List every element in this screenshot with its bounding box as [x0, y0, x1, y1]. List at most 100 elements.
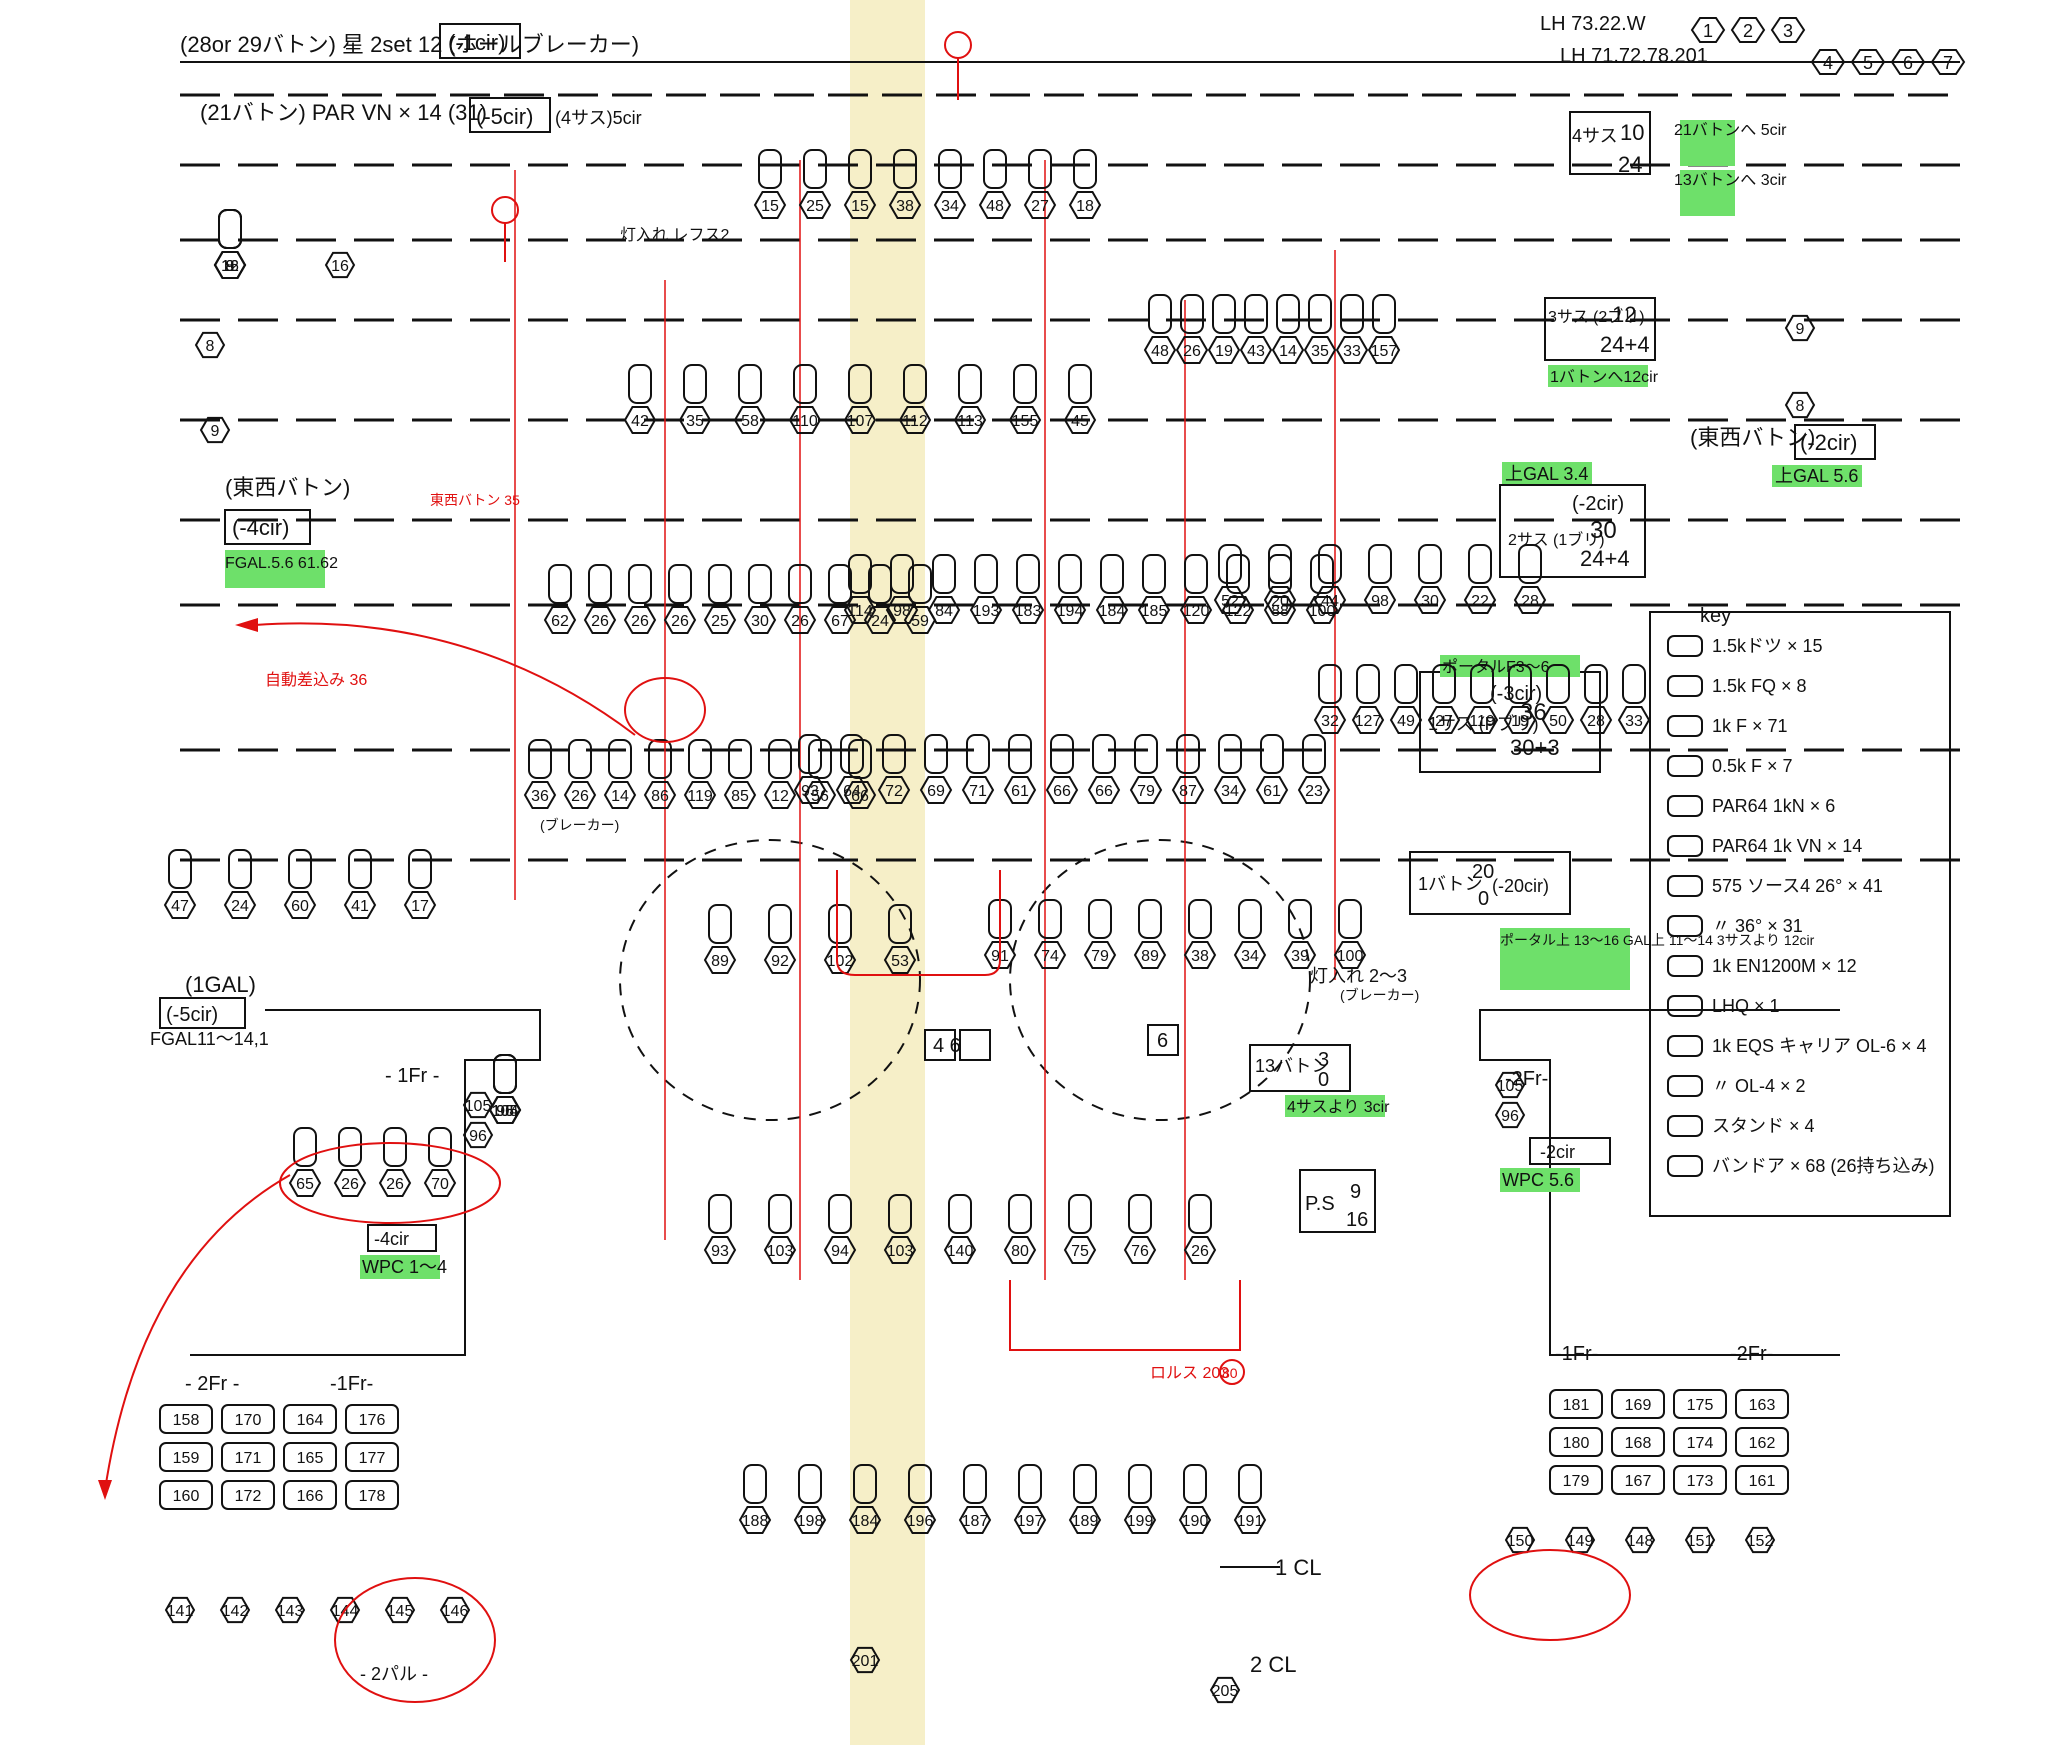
- svg-text:119: 119: [687, 788, 713, 805]
- svg-text:181: 181: [1563, 1397, 1590, 1414]
- svg-text:96: 96: [469, 1128, 487, 1145]
- mid-center-fixture: [1058, 554, 1082, 594]
- mid-center-circuit: 120: [1179, 596, 1213, 624]
- mid-right-fixture: [1584, 664, 1608, 704]
- front-left-box: 158: [159, 1404, 213, 1434]
- mid-center-b-fixture: [840, 734, 864, 774]
- svg-text:26: 26: [671, 613, 689, 630]
- gal1-label: (1GAL): [185, 972, 256, 997]
- lower-center-circuit: 79: [1083, 941, 1117, 969]
- svg-text:自動差込み 36: 自動差込み 36: [265, 671, 367, 689]
- svg-text:32: 32: [1321, 713, 1339, 730]
- stage-floor-b-circuit: 65: [288, 1169, 322, 1197]
- front-right-box: 162: [1735, 1427, 1789, 1457]
- mid-left-circuit: 24: [863, 606, 897, 634]
- svg-text:105: 105: [1497, 1078, 1524, 1095]
- upper-right-b-fixture: [1468, 544, 1492, 584]
- svg-text:48: 48: [986, 198, 1004, 215]
- lower-left-circuit: 24: [223, 891, 257, 919]
- svg-text:162: 162: [1749, 1435, 1776, 1452]
- mid-center-b-circuit: 61: [1255, 776, 1289, 804]
- cl1-label: 1 CL: [1275, 1555, 1321, 1580]
- svg-text:(-20cir): (-20cir): [1492, 876, 1549, 896]
- svg-text:20: 20: [1472, 861, 1494, 883]
- svg-text:8: 8: [206, 338, 215, 355]
- svg-text:3: 3: [1783, 21, 1793, 41]
- svg-text:66: 66: [851, 788, 869, 805]
- stage-floor-b-fixture: [383, 1127, 407, 1167]
- svg-text:194: 194: [1057, 603, 1084, 620]
- mid-left-fixture: [788, 564, 812, 604]
- mid-right-fixture: [1546, 664, 1570, 704]
- svg-text:64: 64: [843, 783, 861, 800]
- front-right-box: 175: [1673, 1389, 1727, 1419]
- svg-text:26: 26: [1191, 1243, 1209, 1260]
- front-right-box: 180: [1549, 1427, 1603, 1457]
- bottom-row-circuit: 26: [1183, 1236, 1217, 1264]
- right-cir-box: [1794, 424, 1876, 460]
- front-left-box: 159: [159, 1442, 213, 1472]
- mid-center-b-fixture: [1260, 734, 1284, 774]
- center-bottom-fixture: [853, 1464, 877, 1504]
- svg-text:58: 58: [741, 413, 759, 430]
- front-left-circuit: 143: [274, 1596, 306, 1624]
- mid-left-b-fixture: [568, 739, 592, 779]
- inner-box-6: [959, 1029, 991, 1061]
- top-left-circuit: 16: [324, 251, 356, 279]
- svg-text:41: 41: [351, 898, 369, 915]
- svg-text:87: 87: [1179, 783, 1197, 800]
- front-right-box: 167: [1611, 1465, 1665, 1495]
- svg-text:95: 95: [496, 1103, 514, 1120]
- svg-text:14: 14: [1279, 343, 1297, 360]
- mid-center-fixture: [848, 554, 872, 594]
- lower-center-fixture: [1338, 899, 1362, 939]
- mid-left-circuit: 62: [543, 606, 577, 634]
- upper-center-circuit: 27: [1023, 191, 1057, 219]
- upper-center-fixture: [893, 149, 917, 189]
- mid-right-fixture: [1622, 664, 1646, 704]
- svg-text:1バトン: 1バトン: [1418, 874, 1483, 894]
- lh-line2: LH 71.72.78.201: [1560, 45, 1708, 67]
- upper-right-fixture: [1180, 294, 1204, 334]
- mid-left-b-circuit: 26: [563, 781, 597, 809]
- mid-left-fixture: [828, 564, 852, 604]
- upper-center-b-fixture: [958, 364, 982, 404]
- svg-text:187: 187: [962, 1513, 989, 1530]
- mid-right-fixture: [1356, 664, 1380, 704]
- center-bottom-circuit: 188: [738, 1506, 772, 1534]
- key-item: バンドア × 68 (26持ち込み): [1667, 1155, 1934, 1177]
- svg-text:69: 69: [927, 783, 945, 800]
- svg-text:15: 15: [761, 198, 779, 215]
- mid-center-circuit: 194: [1053, 596, 1087, 624]
- stage-floor-circuit: 105: [462, 1091, 494, 1119]
- svg-text:0.5k F × 7: 0.5k F × 7: [1712, 756, 1793, 776]
- svg-text:96: 96: [1501, 1108, 1519, 1125]
- lower-left-circuit: 60: [283, 891, 317, 919]
- bottom-row-fixture: [828, 1194, 852, 1234]
- svg-text:110: 110: [792, 413, 818, 430]
- svg-text:167: 167: [1625, 1473, 1652, 1490]
- mid-left-b-fixture: [648, 739, 672, 779]
- mid-right-fixture: [1470, 664, 1494, 704]
- lower-center-fixture: [1038, 899, 1062, 939]
- lower-left-fixture: [228, 849, 252, 889]
- svg-text:79: 79: [1137, 783, 1155, 800]
- svg-text:30: 30: [1421, 593, 1439, 610]
- svg-text:144: 144: [332, 1603, 359, 1620]
- svg-text:P.S: P.S: [1305, 1193, 1335, 1215]
- mid-center-fixture: [1184, 554, 1208, 594]
- mid-center-b-fixture: [882, 734, 906, 774]
- svg-text:26: 26: [341, 1176, 359, 1193]
- svg-text:6: 6: [1903, 53, 1913, 73]
- lower-center-fixture: [1288, 899, 1312, 939]
- front-right-box: 163: [1735, 1389, 1789, 1419]
- inner-box-4: [924, 1029, 956, 1061]
- svg-text:PAR64 1kN × 6: PAR64 1kN × 6: [1712, 796, 1835, 816]
- mid-left-b-fixture: [608, 739, 632, 779]
- front-left-box: 177: [345, 1442, 399, 1472]
- svg-text:168: 168: [1625, 1435, 1652, 1452]
- svg-text:105: 105: [465, 1098, 492, 1115]
- upper-center-b-circuit: 113: [953, 406, 987, 434]
- svg-text:105: 105: [492, 1103, 519, 1120]
- lower-left-b-circuit: 102: [823, 946, 857, 974]
